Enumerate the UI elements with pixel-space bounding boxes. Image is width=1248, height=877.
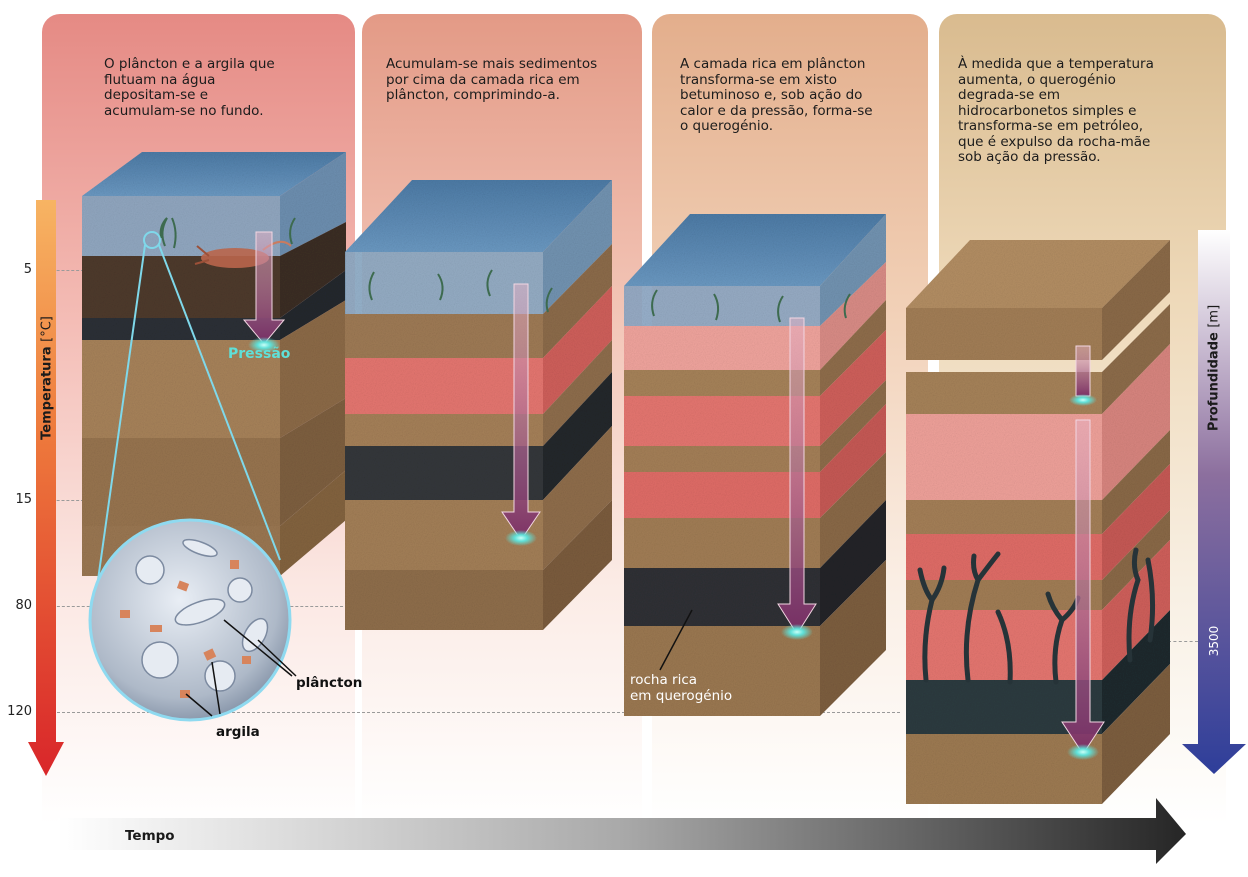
pressure-arrow-4 (1061, 345, 1105, 760)
pressure-arrow-1 (242, 231, 286, 353)
temp-tick-5: 5 (23, 262, 32, 277)
annotation-leaders (185, 619, 297, 717)
pressure-arrow-3 (777, 317, 817, 640)
kerogen-rock-label: rocha rica em querogénio (630, 672, 733, 704)
temperature-arrow (28, 200, 64, 776)
seaweed-2 (368, 269, 553, 313)
kerogen-leader (659, 609, 693, 671)
block-3 (624, 214, 886, 716)
temp-guide-15 (42, 500, 84, 501)
temp-guide-5 (42, 270, 84, 271)
seaweed-3 (651, 289, 851, 323)
block-2 (345, 180, 612, 630)
stage-4-caption: À medida que a temperatura aumenta, o qu… (958, 56, 1154, 165)
plankton-label: plâncton (296, 675, 363, 691)
clay-label: argila (216, 724, 260, 740)
stage-2-caption: Acumulam-se mais sedimentos por cima da … (386, 56, 598, 103)
temp-tick-80: 80 (15, 598, 32, 613)
time-arrow (58, 798, 1186, 864)
stage-1-caption: O plâncton e a argila que flutuam na águ… (104, 56, 275, 119)
time-axis-title: Tempo (125, 828, 175, 844)
block-4 (906, 240, 1170, 804)
temp-tick-15: 15 (15, 492, 32, 507)
stage-3-caption: A camada rica em plâncton transforma-se … (680, 56, 873, 134)
plankton-magnifier (88, 231, 292, 722)
temp-guide-120 (42, 712, 900, 713)
depth-guide-3500 (1168, 641, 1198, 642)
seaweed-1 (159, 217, 296, 249)
depth-arrow (1182, 230, 1246, 774)
pressure-label: Pressão (228, 346, 291, 362)
temp-tick-120: 120 (7, 704, 32, 719)
block-1 (82, 152, 346, 576)
oil-branches (917, 547, 1156, 685)
pressure-arrow-2 (501, 283, 541, 546)
